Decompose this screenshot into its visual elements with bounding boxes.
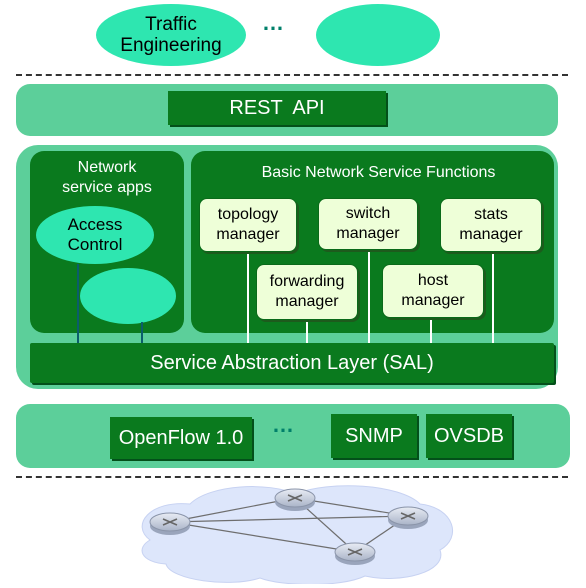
traffic-engineering-app: Traffic Engineering	[96, 4, 246, 66]
router-icon	[149, 512, 191, 535]
forwarding-connector	[306, 320, 308, 344]
app-connector-line-2	[141, 322, 143, 344]
divider-top	[16, 74, 568, 76]
app-connector-line-1	[77, 264, 79, 344]
basic-functions-title: Basic Network Service Functions	[261, 164, 496, 181]
rest-api-box: REST API	[168, 91, 386, 125]
stats-manager-box: stats manager	[440, 198, 542, 252]
host-manager-box: host manager	[382, 264, 484, 318]
switch-connector	[368, 250, 370, 344]
topology-connector	[247, 250, 249, 344]
stats-connector	[492, 250, 494, 350]
ovsdb-box: OVSDB	[426, 414, 512, 458]
host-connector	[430, 318, 432, 344]
switch-manager-box: switch manager	[318, 198, 418, 250]
router-icon	[274, 488, 316, 511]
router-icon	[387, 506, 429, 529]
apps-ellipsis: …	[262, 10, 286, 35]
network-cloud	[141, 485, 454, 584]
forwarding-manager-box: forwarding manager	[256, 264, 358, 320]
unnamed-service-app-ellipse	[80, 268, 176, 324]
router-icon	[334, 542, 376, 565]
service-abstraction-layer: Service Abstraction Layer (SAL)	[30, 343, 554, 383]
unnamed-app-ellipse	[316, 4, 440, 66]
network-service-apps-title: Network service apps	[62, 159, 152, 196]
protocols-ellipsis: …	[272, 412, 296, 437]
access-control-app: Access Control	[36, 206, 154, 264]
divider-bottom	[16, 476, 568, 478]
topology-manager-box: topology manager	[199, 198, 297, 252]
openflow-box: OpenFlow 1.0	[110, 417, 252, 459]
snmp-box: SNMP	[331, 414, 417, 458]
